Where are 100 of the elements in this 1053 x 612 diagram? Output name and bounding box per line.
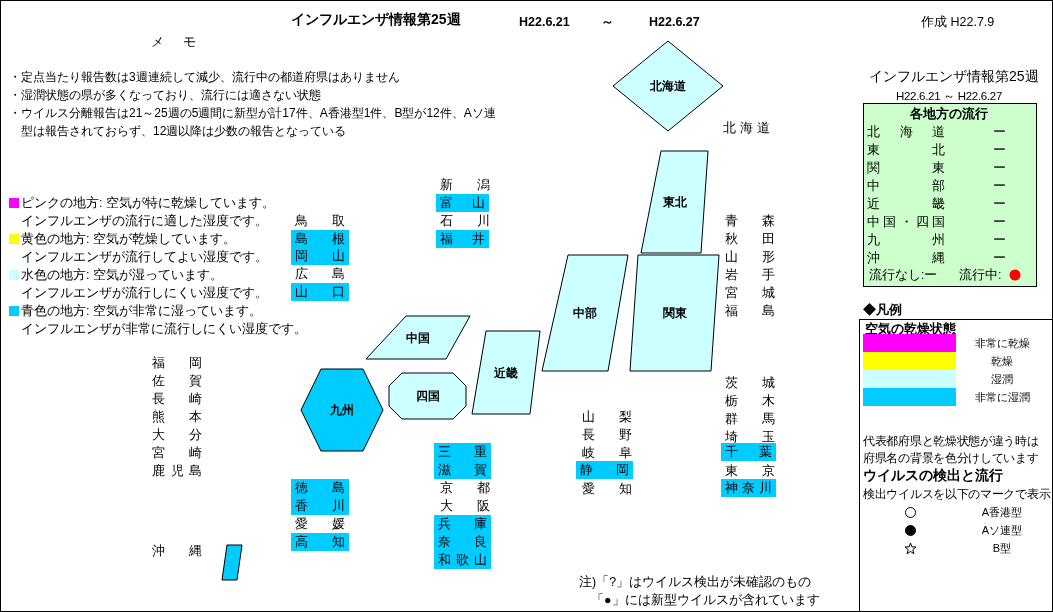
legend-text: 青色の地方: 空気が非常に湿っています。 xyxy=(21,303,262,320)
prefecture-name: 福岡 xyxy=(152,354,202,372)
prefecture-name: 岩手 xyxy=(725,266,775,284)
region-shape xyxy=(366,316,470,359)
prefecture-name: 群馬 xyxy=(725,410,775,428)
region-name: 九州 xyxy=(329,403,355,417)
legend-text: Aソ連型 xyxy=(980,523,1024,538)
label-text: ー xyxy=(993,160,1006,177)
label-text: 中国・四国 xyxy=(867,213,945,231)
prefecture-name: 東京 xyxy=(725,462,775,480)
label-text: ー xyxy=(993,142,1006,159)
prefecture-name: 沖縄 xyxy=(152,542,202,560)
region-hexagon xyxy=(301,369,383,451)
label-text: 流行中: xyxy=(959,267,1002,284)
prefecture-name: 大阪 xyxy=(440,497,490,515)
region-name: 中部 xyxy=(572,306,598,320)
label-text: 九州 xyxy=(867,231,945,249)
heading: ウイルスの検出と流行 xyxy=(863,466,1003,484)
region-shape xyxy=(542,255,628,371)
prefecture-name: 香川 xyxy=(291,497,349,515)
region-name: 中国 xyxy=(405,330,431,345)
label-text: インフルエンザが流行しにくい湿度です。 xyxy=(21,285,268,302)
label-text: ー xyxy=(993,124,1006,141)
prefecture-name: 千葉 xyxy=(721,443,776,461)
heading: ～ xyxy=(601,14,614,31)
prefecture-name: 埼玉 xyxy=(725,428,775,445)
region-name: 近畿 xyxy=(493,365,519,380)
prefecture-name: 富山 xyxy=(436,194,489,212)
label-text: H22.6.21 ～ H22.6.27 xyxy=(896,89,1003,104)
label-text: ー xyxy=(993,250,1006,267)
heading: H22.6.21 xyxy=(519,14,570,31)
label-text: ー xyxy=(993,232,1006,249)
label-text: メモ xyxy=(151,33,196,51)
heading: インフルエンザ情報第25週 xyxy=(869,67,1039,85)
memo-note: ・定点当たり報告数は3週連続して減少、流行中の都道府県はありません xyxy=(9,69,400,86)
prefecture-name: 長野 xyxy=(582,426,632,444)
prefecture-name: 京都 xyxy=(440,479,490,497)
prefecture-name: 新潟 xyxy=(440,176,490,194)
prefecture-name: 青森 xyxy=(725,212,775,230)
region-shape xyxy=(222,545,242,580)
label-text: 「●」には新型ウイルスが含れています xyxy=(591,592,820,609)
prefecture-name: 神奈川 xyxy=(721,479,776,497)
prefecture-name: 愛知 xyxy=(582,480,632,498)
label-text: 関東 xyxy=(867,159,945,177)
prefecture-name: 高知 xyxy=(291,533,349,551)
prefecture-name: 徳島 xyxy=(291,479,349,497)
region-diamond xyxy=(613,41,723,131)
label-text: 検出ウイルスを以下のマークで表示 xyxy=(863,487,1051,502)
legend-text: ピンクの地方: 空気が特に乾燥しています。 xyxy=(21,195,275,212)
legend-text: B型 xyxy=(991,541,1013,556)
prefecture-name: 長崎 xyxy=(152,390,202,408)
prefecture-name: 静岡 xyxy=(576,461,633,479)
memo-note: ・湿潤状態の県が多くなっており、流行には適さない状態 xyxy=(9,87,321,104)
label-text: ー xyxy=(993,214,1006,231)
prefecture-name: 宮城 xyxy=(725,284,775,302)
prefecture-name: 佐賀 xyxy=(152,372,202,390)
region-name: 北海道 xyxy=(649,79,687,93)
memo-note: ・ウイルス分離報告は21～25週の5週間に新型が計17件、A香港型1件、B型が12件、Aソ連型は報告されておらず、12週以降は少数の報告となっている xyxy=(9,105,497,140)
prefecture-name: 熊本 xyxy=(152,408,202,426)
prefecture-name: 広島 xyxy=(295,265,345,283)
heading: 各地方の流行 xyxy=(909,105,989,123)
prefecture-name: 愛媛 xyxy=(295,515,345,533)
legend-text: 湿潤 xyxy=(990,372,1014,387)
label-text: インフルエンザの流行に適した湿度です。 xyxy=(21,213,268,230)
title: インフルエンザ情報第25週 xyxy=(291,10,461,28)
heading: H22.6.27 xyxy=(649,14,700,31)
prefecture-name: 滋賀 xyxy=(434,461,491,479)
label-text: 中部 xyxy=(867,177,945,195)
prefecture-name: 栃木 xyxy=(725,392,775,410)
label-text: インフルエンザが流行してよい湿度です。 xyxy=(21,249,268,266)
legend-text: 非常に湿潤 xyxy=(973,390,1031,405)
prefecture-name: 福島 xyxy=(725,302,775,320)
label-text: 注)「?」はウイルス検出が未確認のもの xyxy=(579,574,812,591)
legend-text: 非常に乾燥 xyxy=(973,336,1031,351)
prefecture-name: 福井 xyxy=(436,230,489,248)
legend-text: A香港型 xyxy=(980,505,1024,520)
label-text: 流行なし:ー xyxy=(869,267,938,284)
label-text: 沖縄 xyxy=(867,249,945,267)
label-text: 北海道 xyxy=(867,123,945,141)
label-text: ー xyxy=(993,196,1006,213)
prefecture-name: 山口 xyxy=(291,283,349,301)
label-text: 代表都府県と乾燥状態が違う時は xyxy=(863,434,1039,449)
label-text: 東北 xyxy=(867,141,945,159)
legend-text: 黄色の地方: 空気が乾燥しています。 xyxy=(21,231,236,248)
label-text: インフルエンザが非常に流行しにくい湿度です。 xyxy=(21,321,307,338)
region-shape xyxy=(630,255,719,371)
prefecture-name: 兵庫 xyxy=(434,515,491,533)
prefecture-name: 岡山 xyxy=(291,247,349,265)
region-shape xyxy=(641,151,708,253)
prefecture-name: 宮崎 xyxy=(152,444,202,462)
region-caption: 北海道 xyxy=(723,119,774,137)
prefecture-name: 岐阜 xyxy=(582,444,632,462)
region-shape xyxy=(472,331,540,414)
prefecture-name: 山梨 xyxy=(582,408,632,426)
prefecture-name: 秋田 xyxy=(725,230,775,248)
prefecture-name: 奈良 xyxy=(434,533,491,551)
prefecture-name: 石川 xyxy=(440,212,490,230)
prefecture-name: 茨城 xyxy=(725,374,775,392)
prefecture-name: 和歌山 xyxy=(434,551,491,569)
label-text: 府県名の背景を色分けしています xyxy=(863,451,1039,466)
